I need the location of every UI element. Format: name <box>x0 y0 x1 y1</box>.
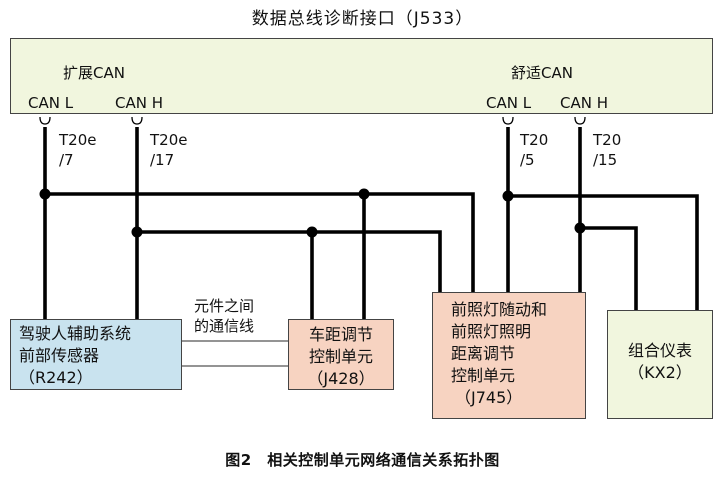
junction-dot <box>574 222 586 234</box>
junction-dot <box>39 188 51 200</box>
module-j745-line: 前照灯照明 <box>451 322 532 341</box>
terminal-comf-l-label: T20/5 <box>520 131 549 169</box>
module-j745-headlight-control: 前照灯随动和 前照灯照明 距离调节 控制单元 （J745） <box>432 292 586 419</box>
wire-ext-can-l-bus <box>45 192 475 292</box>
module-j745-line: 距离调节 <box>451 344 516 363</box>
junction-dot <box>358 188 370 200</box>
comf-can-l-pin-label: CAN L <box>486 94 532 112</box>
module-r242-line: 前部传感器 <box>19 346 100 365</box>
module-j428-distance-control: 车距调节 控制单元 （J428） <box>288 319 394 390</box>
figure-caption: 图2 相关控制单元网络通信关系拓扑图 <box>225 451 500 469</box>
pin-connector-icon <box>574 116 586 125</box>
module-kx2-line: （KX2） <box>628 363 692 382</box>
terminal-ext-h-label: T20e/17 <box>150 131 188 169</box>
wire-comf-can-h-bus <box>580 226 638 311</box>
direct-link-note: 元件之间的通信线 <box>194 297 255 335</box>
comf-can-h-pin-label: CAN H <box>560 94 609 112</box>
module-r242-line: （R242） <box>19 368 93 387</box>
module-kx2-line: 组合仪表 <box>627 341 692 360</box>
module-j745-line: 控制单元 <box>451 366 516 385</box>
module-r242-front-sensor: 驾驶人辅助系统 前部传感器 （R242） <box>10 319 182 390</box>
pin-connector-icon <box>131 116 143 125</box>
module-j428-line: 车距调节 <box>308 325 373 344</box>
junction-dot <box>306 226 318 238</box>
wire-ext-can-h-bus <box>137 230 442 292</box>
module-j428-line: 控制单元 <box>308 347 373 366</box>
module-r242-line: 驾驶人辅助系统 <box>19 324 132 343</box>
comfort-can-label: 舒适CAN <box>511 64 573 82</box>
module-kx2-instrument-cluster: 组合仪表 （KX2） <box>607 310 713 419</box>
module-j745-line: （J745） <box>455 388 523 407</box>
module-j745-line: 前照灯随动和 <box>451 300 548 319</box>
extended-can-label: 扩展CAN <box>63 64 125 82</box>
module-j428-line: （J428） <box>307 369 375 388</box>
gateway-j533-box <box>10 38 713 114</box>
terminal-ext-l-label: T20e/7 <box>59 131 97 169</box>
terminal-comf-h-label: T20/15 <box>593 131 622 169</box>
wire-comf-can-l-bus <box>508 194 699 311</box>
ext-can-h-pin-label: CAN H <box>115 94 164 112</box>
diagram-title: 数据总线诊断接口（J533） <box>251 9 474 29</box>
junction-dot <box>131 226 143 238</box>
pin-connector-icon <box>502 116 514 125</box>
junction-dot <box>502 190 514 202</box>
pin-connector-icon <box>39 116 51 125</box>
ext-can-l-pin-label: CAN L <box>28 94 74 112</box>
